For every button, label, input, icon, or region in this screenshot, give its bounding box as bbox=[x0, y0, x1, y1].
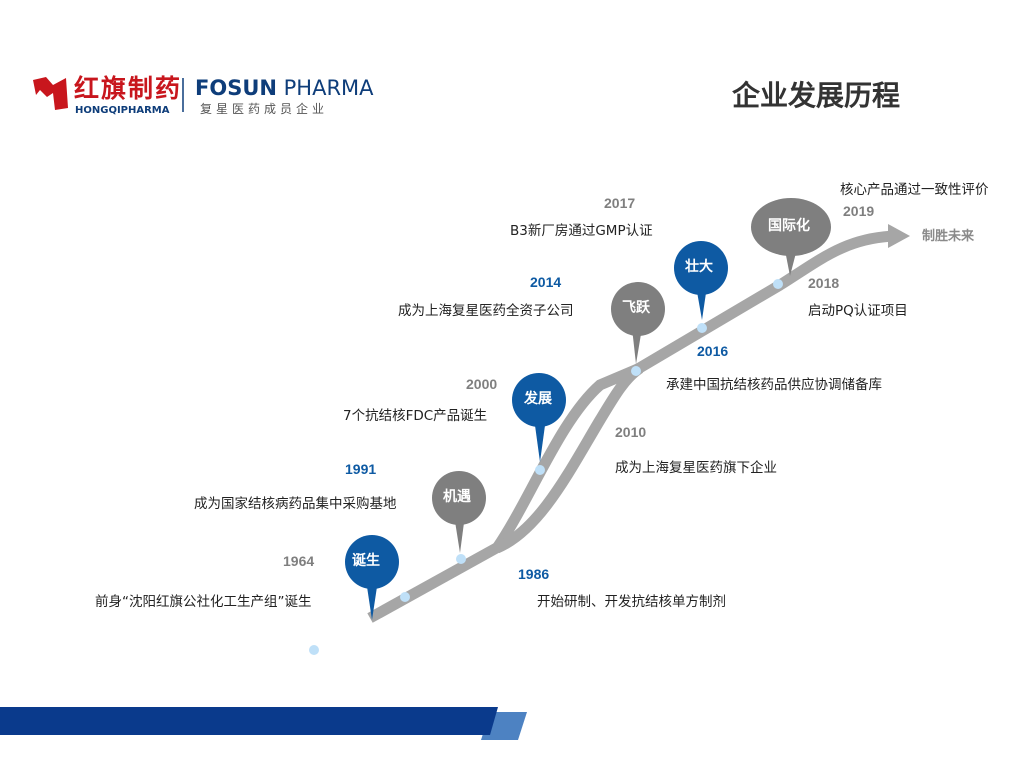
logo-pharma: PHARMA bbox=[283, 76, 374, 100]
year-label: 1964 bbox=[283, 553, 315, 569]
year-label: 1991 bbox=[345, 461, 377, 477]
milestone-desc: 成为上海复星医药全资子公司 bbox=[398, 303, 574, 319]
logo-fosun: FOSUN bbox=[195, 76, 277, 100]
milestone-desc: 前身“沈阳红旗公社化工生产组”诞生 bbox=[95, 594, 312, 610]
year-label: 2016 bbox=[697, 343, 729, 359]
bubble-label: 发展 bbox=[524, 391, 552, 407]
timeline-track bbox=[367, 230, 896, 623]
logo-sub: 复星医药成员企业 bbox=[200, 102, 329, 116]
year-label: 2014 bbox=[530, 274, 562, 290]
logo-en: HONGQIPHARMA bbox=[75, 105, 170, 116]
page-title: 企业发展历程 bbox=[732, 79, 901, 112]
end-label: 制胜未来 bbox=[922, 229, 975, 244]
logo-cn: 红旗制药 bbox=[74, 74, 183, 103]
bubble-shapes bbox=[345, 198, 831, 620]
milestone-desc: B3新厂房通过GMP认证 bbox=[510, 223, 653, 239]
year-label: 2010 bbox=[615, 424, 647, 440]
milestone-desc: 承建中国抗结核药品供应协调储备库 bbox=[666, 377, 882, 393]
milestone-dots bbox=[309, 279, 783, 655]
milestone-desc: 成为上海复星医药旗下企业 bbox=[615, 460, 777, 476]
milestone-desc: 启动PQ认证项目 bbox=[808, 303, 908, 319]
bubble-label: 国际化 bbox=[768, 218, 810, 234]
footer-bar bbox=[0, 707, 527, 740]
bubble-label: 机遇 bbox=[443, 489, 471, 505]
milestone-desc: 开始研制、开发抗结核单方制剂 bbox=[537, 594, 726, 610]
milestone-desc: 7个抗结核FDC产品诞生 bbox=[343, 408, 488, 424]
milestone-desc: 成为国家结核病药品集中采购基地 bbox=[194, 496, 397, 512]
year-label: 2000 bbox=[466, 376, 498, 392]
year-label: 2017 bbox=[604, 195, 636, 211]
milestone-desc: 核心产品通过一致性评价 bbox=[840, 182, 989, 198]
bubble-label: 诞生 bbox=[352, 553, 380, 569]
year-label: 1986 bbox=[518, 566, 550, 582]
year-label: 2018 bbox=[808, 275, 840, 291]
year-label: 2019 bbox=[843, 203, 875, 219]
arrow-head-icon bbox=[888, 224, 910, 248]
bubble-label: 飞跃 bbox=[622, 300, 650, 316]
logo-mark bbox=[33, 77, 68, 110]
bubble-label: 壮大 bbox=[685, 259, 713, 275]
